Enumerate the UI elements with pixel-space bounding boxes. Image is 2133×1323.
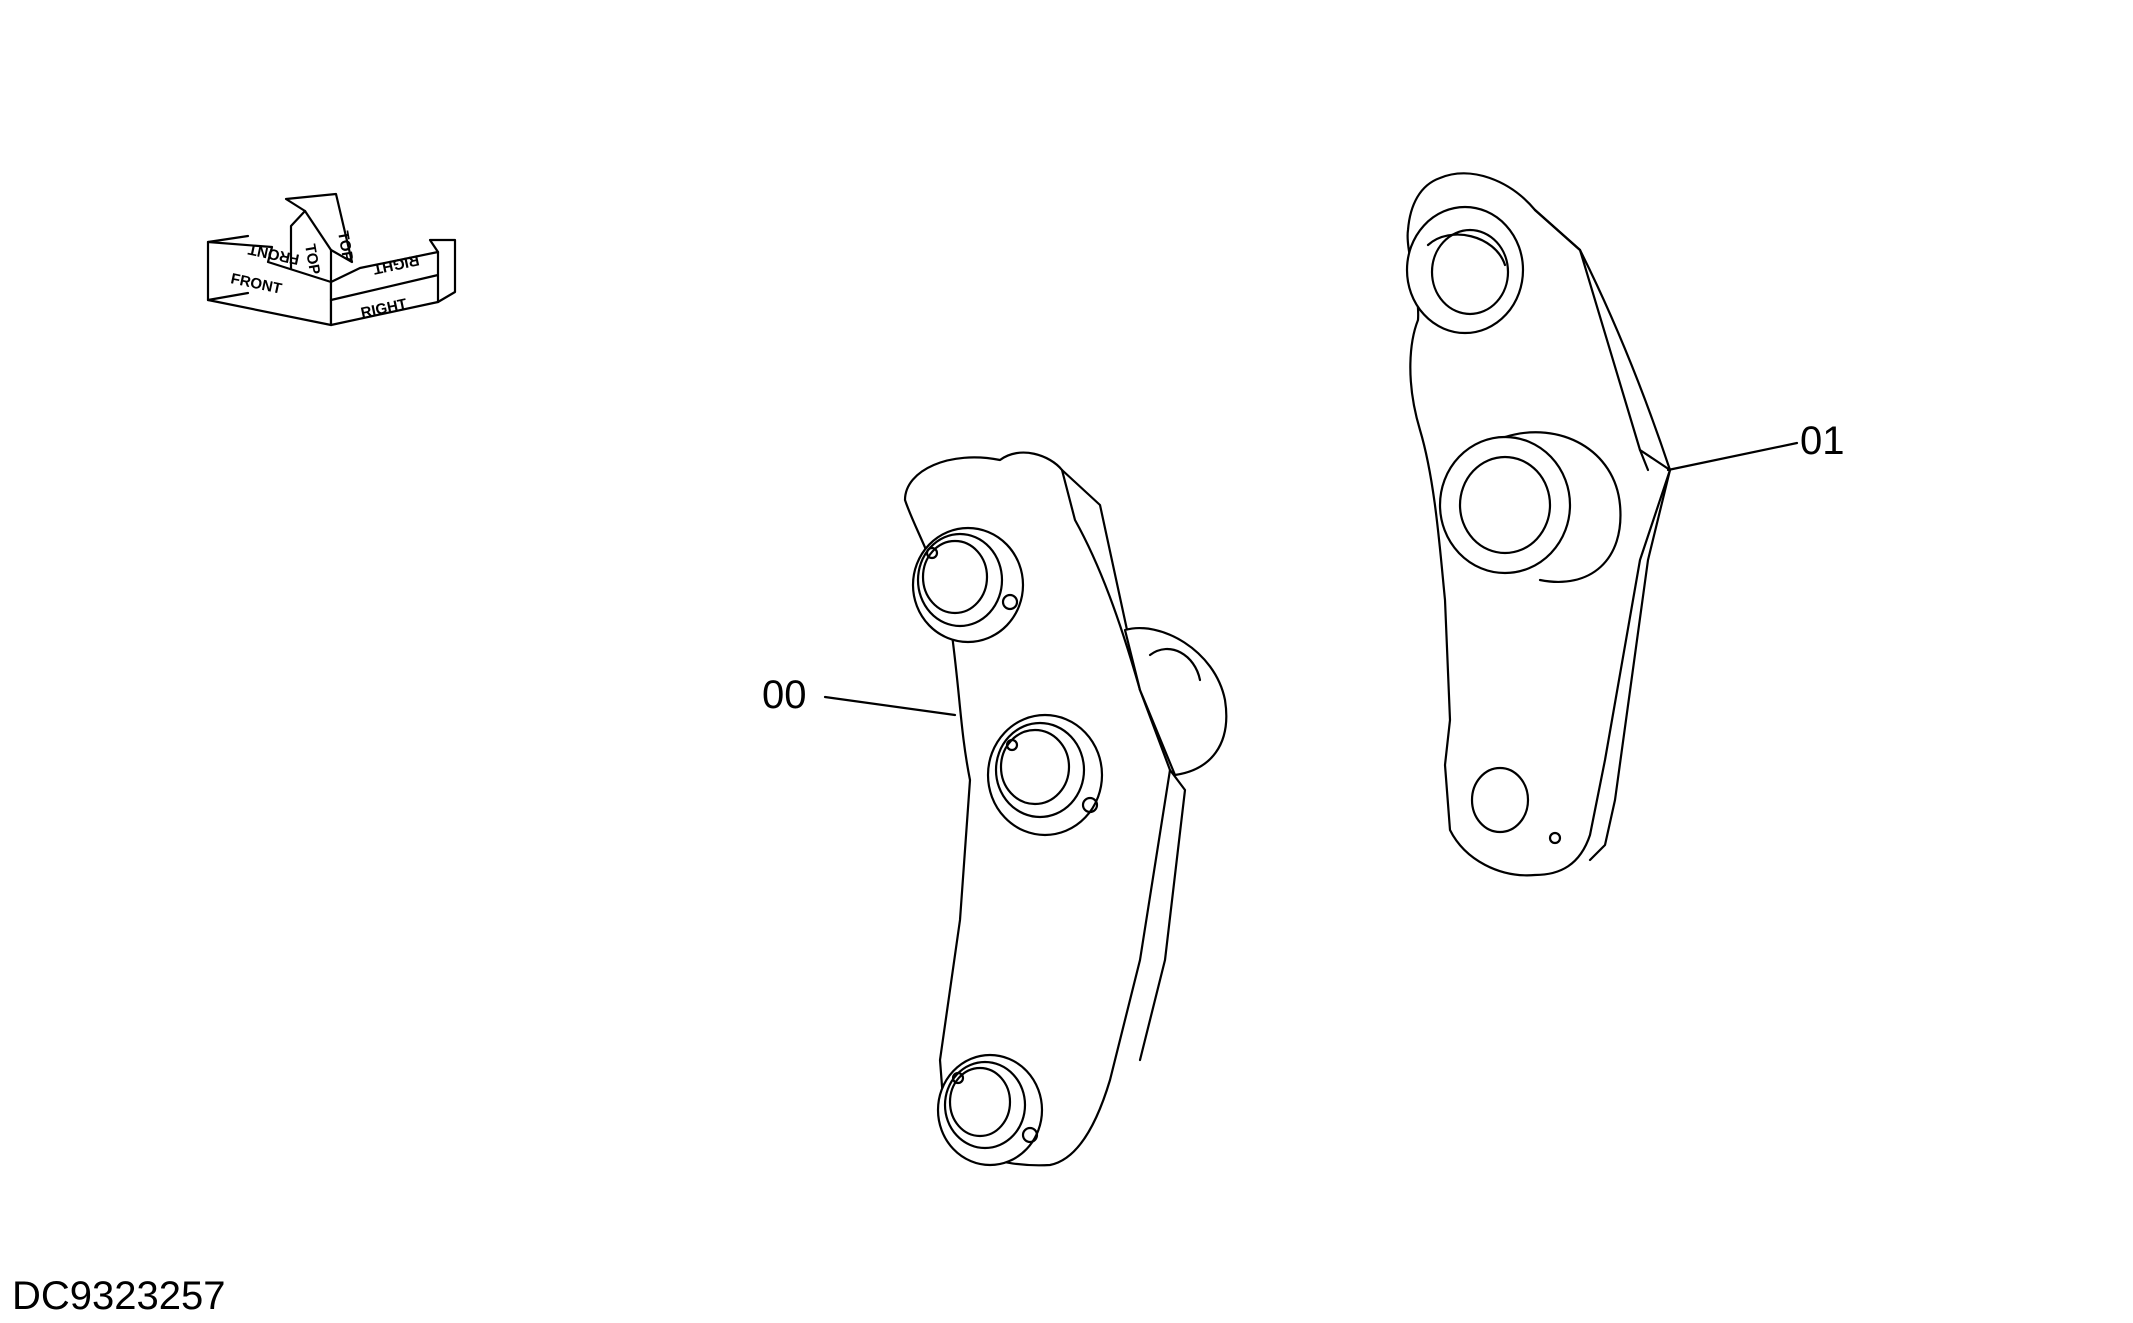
callout-label-01: 01 xyxy=(1800,419,1845,463)
right-arrow-icon xyxy=(329,238,457,327)
callout-label-00: 00 xyxy=(762,673,807,717)
top-label-secondary: TOP xyxy=(334,230,356,263)
part-01-lever xyxy=(1405,172,1672,877)
leader-line-00 xyxy=(823,695,957,717)
drawing-id: DC9323257 xyxy=(12,1274,226,1318)
callout-00: 00 xyxy=(762,673,957,717)
orientation-indicator: TOP TOP FRONT FRONT RIGHT RIGHT xyxy=(206,192,457,327)
part-00-lever xyxy=(903,451,1228,1167)
callout-01: 01 xyxy=(1666,419,1845,472)
top-label: TOP xyxy=(301,243,323,276)
leader-line-01 xyxy=(1666,441,1799,472)
